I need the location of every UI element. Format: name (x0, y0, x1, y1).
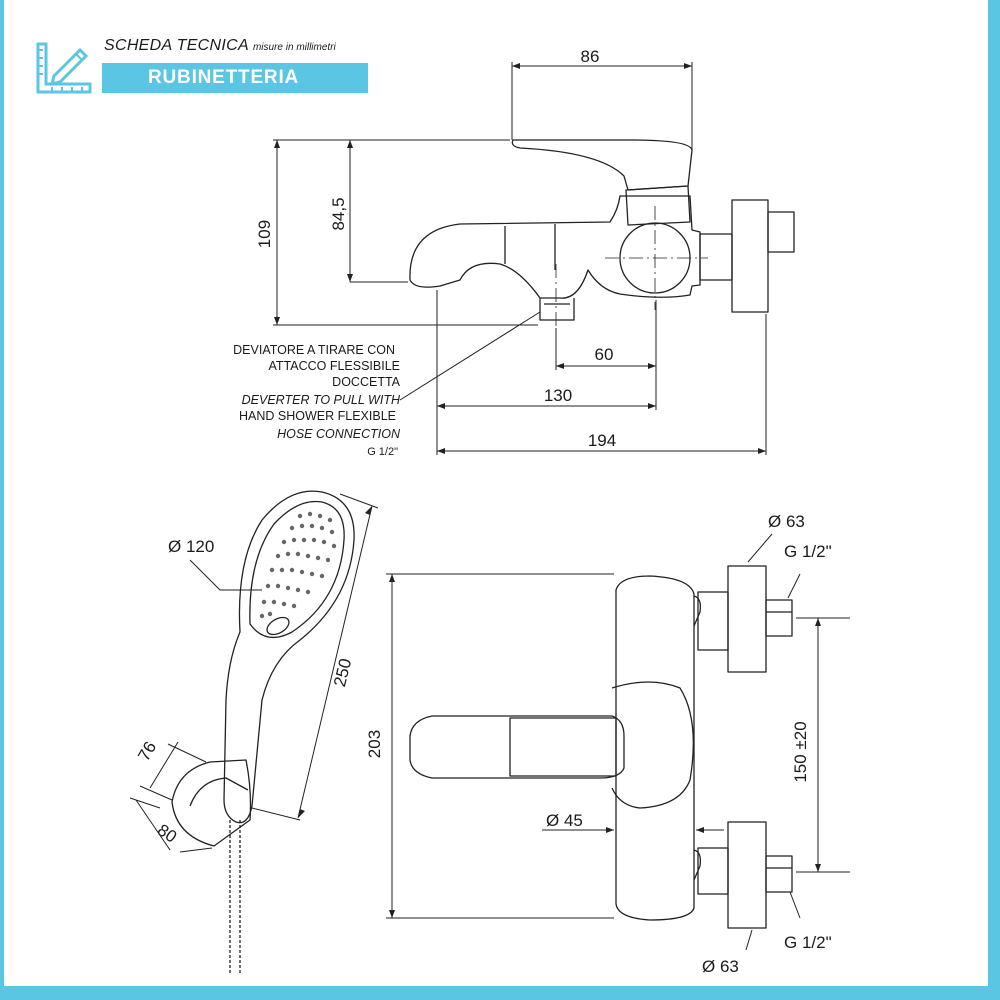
note-line-7: G 1/2" (367, 446, 398, 458)
sheet-title: SCHEDA TECNICA (104, 37, 249, 54)
note-line-5: HAND SHOWER FLEXIBLE (239, 409, 396, 423)
dim-203-label: 203 (365, 730, 384, 758)
faucet-front-view (409, 565, 793, 929)
dim-194-label: 194 (588, 431, 616, 450)
dim-150-label: 150 ±20 (791, 721, 810, 782)
dim-80-label: 80 (154, 820, 180, 846)
note-line-1: DEVIATORE A TIRARE CON (233, 343, 395, 357)
hand-shower (171, 490, 355, 975)
note-line-3: DOCCETTA (332, 375, 400, 389)
note-line-4: DEVERTER TO PULL WITH (242, 393, 401, 407)
dim-250-label: 250 (330, 657, 355, 689)
ruler-square-pencil-icon (36, 42, 92, 94)
sheet-subtitle: misure in millimetri (252, 42, 336, 53)
dim-86-label: 86 (581, 47, 600, 66)
dim-76-label: 76 (134, 738, 160, 764)
dim-diameter-120-label: Ø 120 (168, 537, 214, 556)
dimensions-top (273, 62, 767, 455)
centerlines-top (555, 206, 708, 328)
dim-63-bottom-label: Ø 63 (702, 957, 739, 976)
dim-84-5-label: 84,5 (329, 197, 348, 230)
dimensions-front (386, 533, 850, 951)
deviator-note: DEVIATORE A TIRARE CON ATTACCO FLESSIBIL… (233, 343, 401, 458)
g-half-inch-top-label: G 1/2" (784, 542, 832, 561)
shower-nozzles (259, 511, 337, 619)
dim-63-top-label: Ø 63 (768, 512, 805, 531)
arrowheads (274, 63, 821, 918)
frame-right-border (988, 0, 1000, 1000)
faucet-side-profile (409, 139, 795, 321)
category-banner: RUBINETTERIA (102, 63, 368, 93)
dimensions-shower (129, 493, 379, 853)
dim-diameter-45-label: Ø 45 (546, 811, 583, 830)
frame-bottom-border (0, 986, 1000, 1000)
frame-left-border (0, 0, 4, 1000)
dim-109-label: 109 (255, 220, 274, 248)
dim-130-label: 130 (544, 386, 572, 405)
dim-60-label: 60 (595, 345, 614, 364)
note-line-6: HOSE CONNECTION (277, 427, 401, 441)
note-line-2: ATTACCO FLESSIBILE (268, 359, 400, 373)
g-half-inch-bottom-label: G 1/2" (784, 933, 832, 952)
